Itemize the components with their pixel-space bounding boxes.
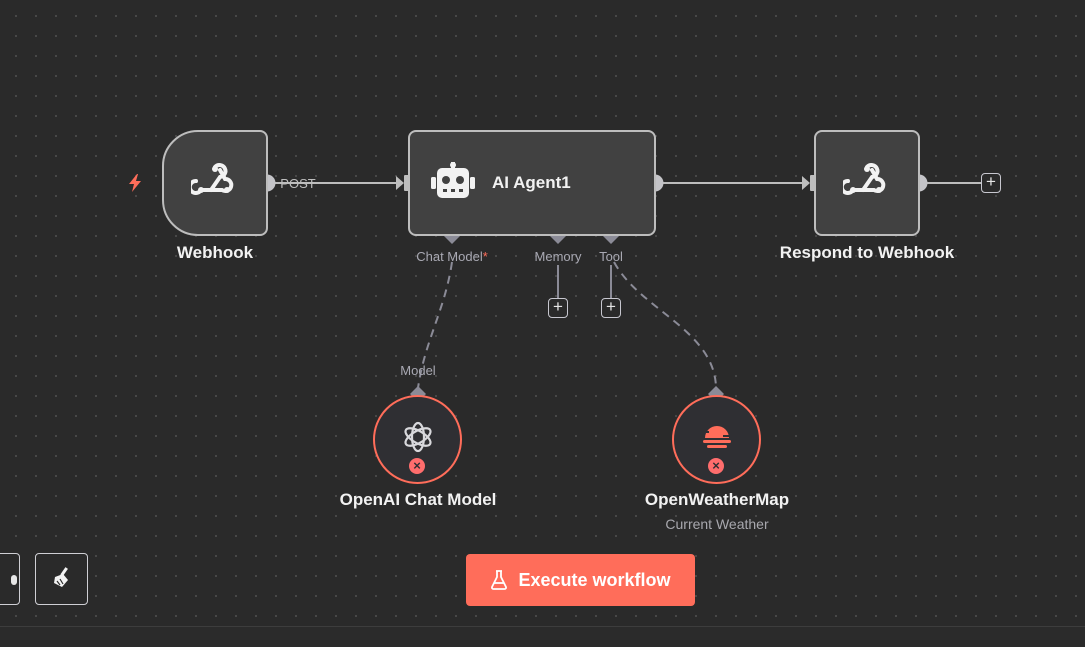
canvas-control-button[interactable] [0, 553, 20, 605]
add-tool-button[interactable]: + [601, 298, 621, 318]
openai-error-icon[interactable]: × [409, 458, 425, 474]
trigger-bolt-icon [126, 173, 144, 198]
broom-icon [51, 566, 73, 593]
webhook-icon [187, 159, 239, 208]
required-marker: * [482, 249, 488, 264]
respond-node-label: Respond to Webhook [779, 243, 955, 262]
openweathermap-node-label: OpenWeatherMap [644, 490, 790, 509]
partial-icon [11, 575, 17, 585]
tool-port-label: Tool [599, 249, 623, 264]
chat-model-port-label: Chat Model* [416, 249, 488, 264]
tidy-up-button[interactable] [35, 553, 88, 605]
ai-agent-node[interactable]: AI Agent1 [408, 130, 656, 236]
webhook-node-label: Webhook [176, 243, 254, 262]
openai-node-label: OpenAI Chat Model [339, 490, 497, 509]
model-port-label: Model [400, 363, 436, 378]
execute-workflow-label: Execute workflow [518, 569, 671, 590]
chat-model-label-text: Chat Model [416, 249, 483, 264]
webhook-node[interactable] [162, 130, 268, 236]
memory-port-label: Memory [534, 249, 582, 264]
flask-icon [490, 570, 508, 590]
ai-agent-title: AI Agent1 [492, 173, 571, 192]
post-edge-label: POST [280, 176, 316, 191]
add-next-node-button[interactable]: + [981, 173, 1001, 193]
openweathermap-error-icon[interactable]: × [708, 458, 724, 474]
bottom-panel-edge [0, 626, 1085, 647]
webhook-icon [839, 159, 891, 208]
execute-workflow-button[interactable]: Execute workflow [466, 554, 695, 606]
respond-to-webhook-node[interactable] [814, 130, 920, 236]
add-memory-button[interactable]: + [548, 298, 568, 318]
openweathermap-node-sublabel: Current Weather [665, 516, 769, 532]
robot-icon [430, 161, 476, 205]
openai-icon [400, 419, 436, 460]
sun-cloud-icon [699, 422, 735, 457]
